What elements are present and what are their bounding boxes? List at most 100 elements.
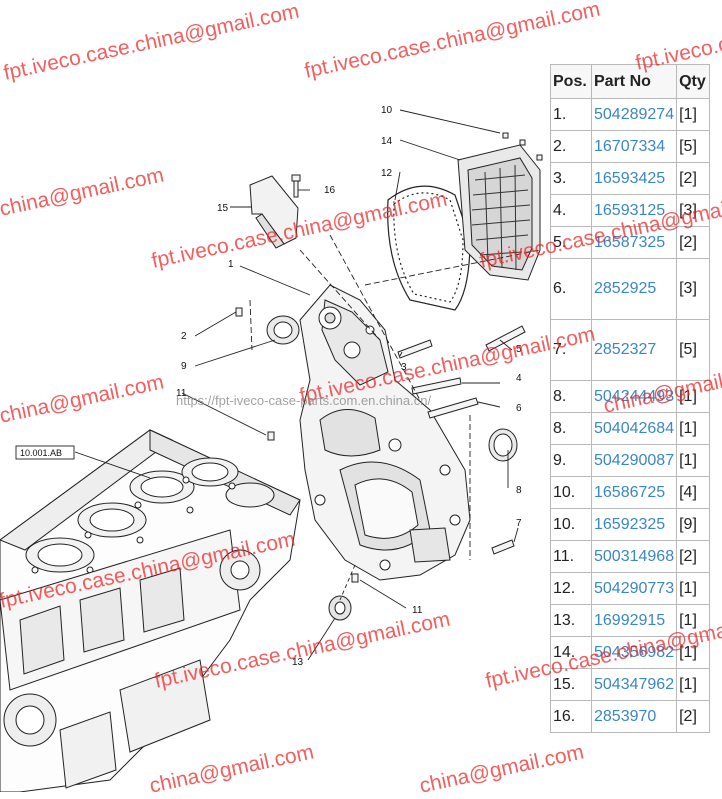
bolt-11a (267, 431, 275, 441)
pos-cell: 11. (550, 540, 592, 573)
pos-cell: 8. (550, 380, 592, 413)
pos-cell: 15. (550, 668, 592, 701)
header-pos: Pos. (550, 64, 592, 99)
pos-cell: 9. (550, 444, 592, 477)
pos-cell: 8. (550, 412, 592, 445)
bolt-2 (235, 307, 243, 317)
part-number-link[interactable]: 504356982 (594, 643, 675, 661)
table-header-row: Pos. Part No Qty (550, 64, 711, 99)
table-row: 2. 16707334 [5] (550, 130, 711, 163)
part-number-link[interactable]: 504042684 (594, 419, 675, 437)
pos-cell: 5. (550, 226, 592, 259)
seal-ring-9 (266, 315, 300, 345)
callout-14: 14 (381, 136, 393, 147)
part-number-link[interactable]: 504290087 (594, 451, 675, 469)
pos-cell: 16. (550, 700, 592, 733)
qty-cell: [1] (676, 604, 711, 637)
qty-cell: [1] (676, 572, 711, 605)
pos-cell: 12. (550, 572, 592, 605)
bolt-3 (397, 339, 433, 359)
parts-table: Pos. Part No Qty 1. 504289274 [1] 2. 167… (550, 64, 711, 733)
part-number-link[interactable]: 504244493 (594, 387, 675, 405)
callout-2: 2 (181, 331, 187, 342)
qty-cell: [5] (676, 319, 711, 381)
qty-cell: [1] (676, 412, 711, 445)
part-number-link[interactable]: 16586725 (594, 483, 666, 501)
part-number-link[interactable]: 16593425 (594, 169, 666, 187)
bolt-6 (427, 397, 479, 419)
callout-6: 6 (516, 403, 522, 414)
callout-9: 9 (181, 361, 187, 372)
qty-cell: [2] (676, 226, 711, 259)
bolt-11b (351, 573, 359, 583)
bolt-7 (491, 539, 515, 555)
part-number-link[interactable]: 16593125 (594, 201, 666, 219)
reference-box: 10.001.AB (15, 445, 75, 460)
qty-cell: [4] (676, 476, 711, 509)
pos-cell: 7. (550, 319, 592, 381)
part-number-link[interactable]: 16992915 (594, 611, 666, 629)
flywheel-housing (299, 284, 471, 581)
bracket (249, 175, 299, 249)
qty-cell: [3] (676, 194, 711, 227)
pos-cell: 13. (550, 604, 592, 637)
pos-cell: 6. (550, 258, 592, 320)
part-number-link[interactable]: 500314968 (594, 547, 675, 565)
reference-box-label: 10.001.AB (20, 448, 62, 458)
bolt-16 (291, 174, 301, 198)
table-row: 12. 504290773 [1] (550, 572, 711, 605)
table-row: 8. 504244493 [1] (550, 380, 711, 413)
table-row: 8. 504042684 [1] (550, 412, 711, 445)
qty-cell: [5] (676, 130, 711, 163)
pos-cell: 4. (550, 194, 592, 227)
pos-cell: 2. (550, 130, 592, 163)
callout-10: 10 (381, 105, 393, 116)
part-number-link[interactable]: 504289274 (594, 105, 675, 123)
pos-cell: 14. (550, 636, 592, 669)
part-number-link[interactable]: 16587325 (594, 233, 666, 251)
table-row: 14. 504356982 [1] (550, 636, 711, 669)
callout-15: 15 (217, 203, 229, 214)
callout-13: 13 (292, 657, 304, 668)
qty-cell: [1] (676, 668, 711, 701)
part-number-link[interactable]: 504347962 (594, 675, 675, 693)
part-number-link[interactable]: 504290773 (594, 579, 675, 597)
callout-5: 5 (516, 344, 522, 355)
part-number-link[interactable]: 16592325 (594, 515, 666, 533)
table-row: 6. 2852925 [3] (550, 258, 711, 320)
qty-cell: [1] (676, 98, 711, 131)
seal-ring-8 (488, 428, 518, 462)
callout-3: 3 (401, 362, 407, 373)
engine-block (0, 429, 301, 792)
qty-cell: [1] (676, 444, 711, 477)
part-number-link[interactable]: 16707334 (594, 137, 666, 155)
nut-10 (502, 132, 509, 139)
table-row: 4. 16593125 [3] (550, 194, 711, 227)
callout-4: 4 (516, 373, 522, 384)
table-row: 9. 504290087 [1] (550, 444, 711, 477)
header-part-no: Part No (590, 64, 678, 99)
pos-cell: 1. (550, 98, 592, 131)
gasket (387, 185, 471, 311)
table-row: 5. 16587325 [2] (550, 226, 711, 259)
table-row: 13. 16992915 [1] (550, 604, 711, 637)
callout-16: 16 (324, 185, 336, 196)
callout-8: 8 (516, 485, 522, 496)
timing-cover (457, 144, 541, 281)
table-row: 16. 2853970 [2] (550, 700, 711, 733)
callout-11a: 11 (176, 388, 187, 399)
qty-cell: [2] (676, 540, 711, 573)
pos-cell: 3. (550, 162, 592, 195)
part-number-link[interactable]: 2853970 (594, 707, 657, 725)
callout-11b: 11 (412, 605, 423, 616)
part-number-link[interactable]: 2852327 (594, 341, 657, 358)
qty-cell: [1] (676, 380, 711, 413)
part-number-link[interactable]: 2852925 (594, 280, 657, 297)
table-row: 10. 16586725 [4] (550, 476, 711, 509)
pos-cell: 10. (550, 476, 592, 509)
leader-lines (74, 109, 541, 661)
watermark-url: https://fpt-iveco-case-parts.com.en.chin… (176, 393, 432, 408)
exploded-parts-diagram: 10 14 12 15 16 1 2 9 11 3 5 4 6 8 7 11 1… (0, 105, 543, 792)
callout-7: 7 (516, 518, 522, 529)
table-row: 11. 500314968 [2] (550, 540, 711, 573)
